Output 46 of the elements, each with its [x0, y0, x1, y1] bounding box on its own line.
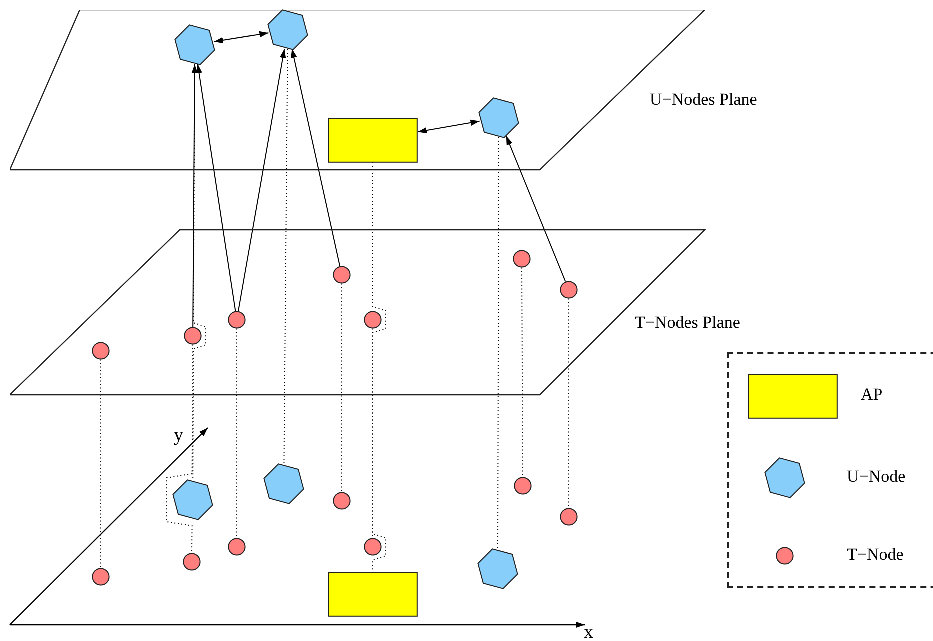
- circle-node: [333, 266, 351, 284]
- plane-label: T−Nodes Plane: [635, 313, 740, 333]
- rectangle-node: [328, 118, 418, 162]
- rectangle-node: [328, 572, 418, 616]
- axis-label: x: [584, 622, 594, 641]
- hexagon-node: [173, 23, 217, 67]
- legend-label: U−Node: [847, 467, 906, 487]
- projection-line: [372, 162, 386, 572]
- circle-node: [364, 311, 382, 329]
- plane-label: U−Nodes Plane: [650, 90, 758, 110]
- circle-node: [364, 538, 382, 556]
- arrow: [506, 136, 566, 282]
- hexagon-node: [476, 547, 520, 591]
- legend-label: T−Node: [847, 545, 904, 565]
- arrow: [418, 120, 480, 134]
- axis-label: y: [174, 425, 184, 447]
- circle-node: [92, 342, 110, 360]
- projection-line: [100, 359, 102, 569]
- circle-node: [228, 538, 246, 556]
- projection-line: [284, 49, 288, 465]
- arrow: [214, 31, 270, 44]
- arrow: [238, 48, 286, 312]
- projection-line: [192, 64, 206, 481]
- projection-line: [372, 328, 374, 539]
- arrow: [192, 64, 198, 328]
- hexagon-node: [262, 462, 306, 506]
- projection-line: [522, 267, 524, 478]
- circle-node: [183, 553, 201, 571]
- circle-node: [560, 281, 578, 299]
- circle-node: [514, 477, 532, 495]
- hexagon-node: [477, 96, 521, 140]
- projection-line: [498, 137, 500, 550]
- arrow: [196, 64, 236, 312]
- projection-line: [166, 344, 194, 554]
- circle-node: [560, 508, 578, 526]
- arrow: [291, 48, 341, 267]
- projection-line: [236, 328, 238, 539]
- legend-label: AP: [861, 385, 883, 405]
- circle-node: [333, 492, 351, 510]
- projection-line: [568, 298, 570, 509]
- hexagon-node: [171, 478, 215, 522]
- circle-node: [184, 327, 202, 345]
- hexagon-node: [266, 8, 310, 52]
- circle-node: [92, 568, 110, 586]
- circle-node: [228, 311, 246, 329]
- circle-node: [513, 250, 531, 268]
